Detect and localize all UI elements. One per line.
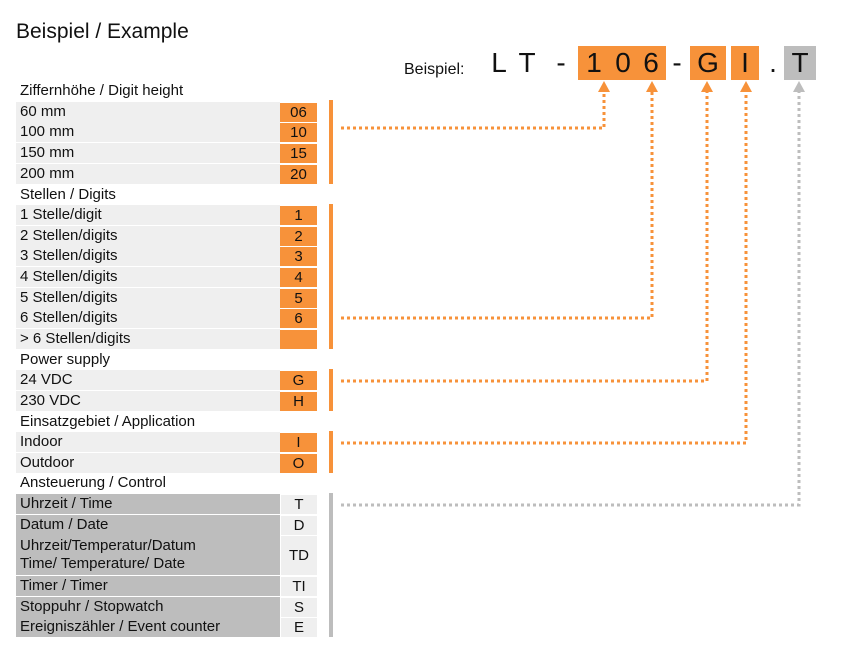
- table-row-value: 6: [280, 308, 317, 328]
- table-row-label: Outdoor: [16, 453, 280, 473]
- code-digit-1: 1: [578, 46, 610, 80]
- table-row-label-line: Time/ Temperature/ Date: [20, 555, 186, 572]
- table-row-value: [280, 329, 317, 349]
- connector-digits: [341, 88, 654, 320]
- example-label: Beispiel:: [404, 61, 465, 78]
- code-separator: -: [556, 47, 566, 78]
- table-row-label: 24 VDC: [16, 370, 280, 390]
- table-row-label: 6 Stellen/digits: [16, 308, 280, 328]
- table-row-value: 06: [280, 102, 317, 122]
- table-row-value: D: [280, 515, 317, 535]
- section-title-control: Ansteuerung / Control: [20, 474, 166, 491]
- code-char-t: T: [518, 47, 536, 78]
- code-application-i: I: [731, 46, 759, 80]
- page-title: Beispiel / Example: [16, 20, 189, 43]
- arrow-head-icon: [793, 81, 805, 92]
- code-dot: .: [769, 47, 777, 78]
- table-row-label: Ereigniszähler / Event counter: [16, 617, 280, 637]
- table-row-label: 2 Stellen/digits: [16, 226, 280, 246]
- code-digit-0: 0: [608, 46, 638, 80]
- table-row-label: > 6 Stellen/digits: [16, 329, 280, 349]
- table-row-label: Uhrzeit/Temperatur/Datum Time/ Temperatu…: [16, 535, 280, 575]
- section-title-digit-height: Ziffernhöhe / Digit height: [20, 82, 184, 99]
- code-digit-6: 6: [636, 46, 666, 80]
- table-row-value: 20: [280, 164, 317, 184]
- connector-application: [341, 88, 748, 445]
- table-row-value: TD: [280, 535, 317, 575]
- group-bracket-digit-height: [329, 100, 333, 184]
- code-char-l: L: [491, 47, 507, 78]
- table-row-label: 100 mm: [16, 122, 280, 142]
- table-row-value: 1: [280, 205, 317, 225]
- arrow-head-icon: [740, 81, 752, 92]
- table-row-label: Uhrzeit / Time: [16, 494, 280, 514]
- table-row-value: O: [280, 453, 317, 473]
- table-row-value: 4: [280, 267, 317, 287]
- connector-digit-height: [341, 88, 606, 130]
- table-row-label: 230 VDC: [16, 391, 280, 411]
- table-row-label: 200 mm: [16, 164, 280, 184]
- table-row-value: 10: [280, 122, 317, 142]
- table-row-label: Datum / Date: [16, 515, 280, 535]
- table-row-value: G: [280, 370, 317, 390]
- table-row-label: 3 Stellen/digits: [16, 246, 280, 266]
- connector-control: [341, 88, 801, 507]
- section-title-digits: Stellen / Digits: [20, 186, 116, 203]
- table-row-value: T: [280, 494, 317, 514]
- table-row-label: Timer / Timer: [16, 576, 280, 596]
- table-row-label: 5 Stellen/digits: [16, 288, 280, 308]
- connector-power-supply: [341, 88, 709, 383]
- arrow-head-icon: [646, 81, 658, 92]
- table-row-value: 15: [280, 143, 317, 163]
- table-row-label-line: Uhrzeit/Temperatur/Datum: [20, 537, 196, 554]
- group-bracket-control: [329, 493, 333, 637]
- table-row-label: 150 mm: [16, 143, 280, 163]
- table-row-value: I: [280, 432, 317, 452]
- arrow-head-icon: [701, 81, 713, 92]
- code-separator: -: [672, 47, 682, 78]
- section-title-application: Einsatzgebiet / Application: [20, 413, 196, 430]
- table-row-label: Indoor: [16, 432, 280, 452]
- arrow-head-icon: [598, 81, 610, 92]
- table-row-value: E: [280, 617, 317, 637]
- group-bracket-digits: [329, 204, 333, 349]
- group-bracket-power-supply: [329, 369, 333, 411]
- table-row-value: S: [280, 597, 317, 617]
- table-row-label: 60 mm: [16, 102, 280, 122]
- code-power-g: G: [690, 46, 726, 80]
- table-row-label: Stoppuhr / Stopwatch: [16, 597, 280, 617]
- section-title-power-supply: Power supply: [20, 351, 111, 368]
- table-row-value: TI: [280, 576, 317, 596]
- table-row-value: 3: [280, 246, 317, 266]
- table-row-label: 1 Stelle/digit: [16, 205, 280, 225]
- table-row-label: 4 Stellen/digits: [16, 267, 280, 287]
- group-bracket-application: [329, 431, 333, 473]
- code-control-t: T: [784, 46, 816, 80]
- table-row-value: H: [280, 391, 317, 411]
- table-row-value: 5: [280, 288, 317, 308]
- table-row-value: 2: [280, 226, 317, 246]
